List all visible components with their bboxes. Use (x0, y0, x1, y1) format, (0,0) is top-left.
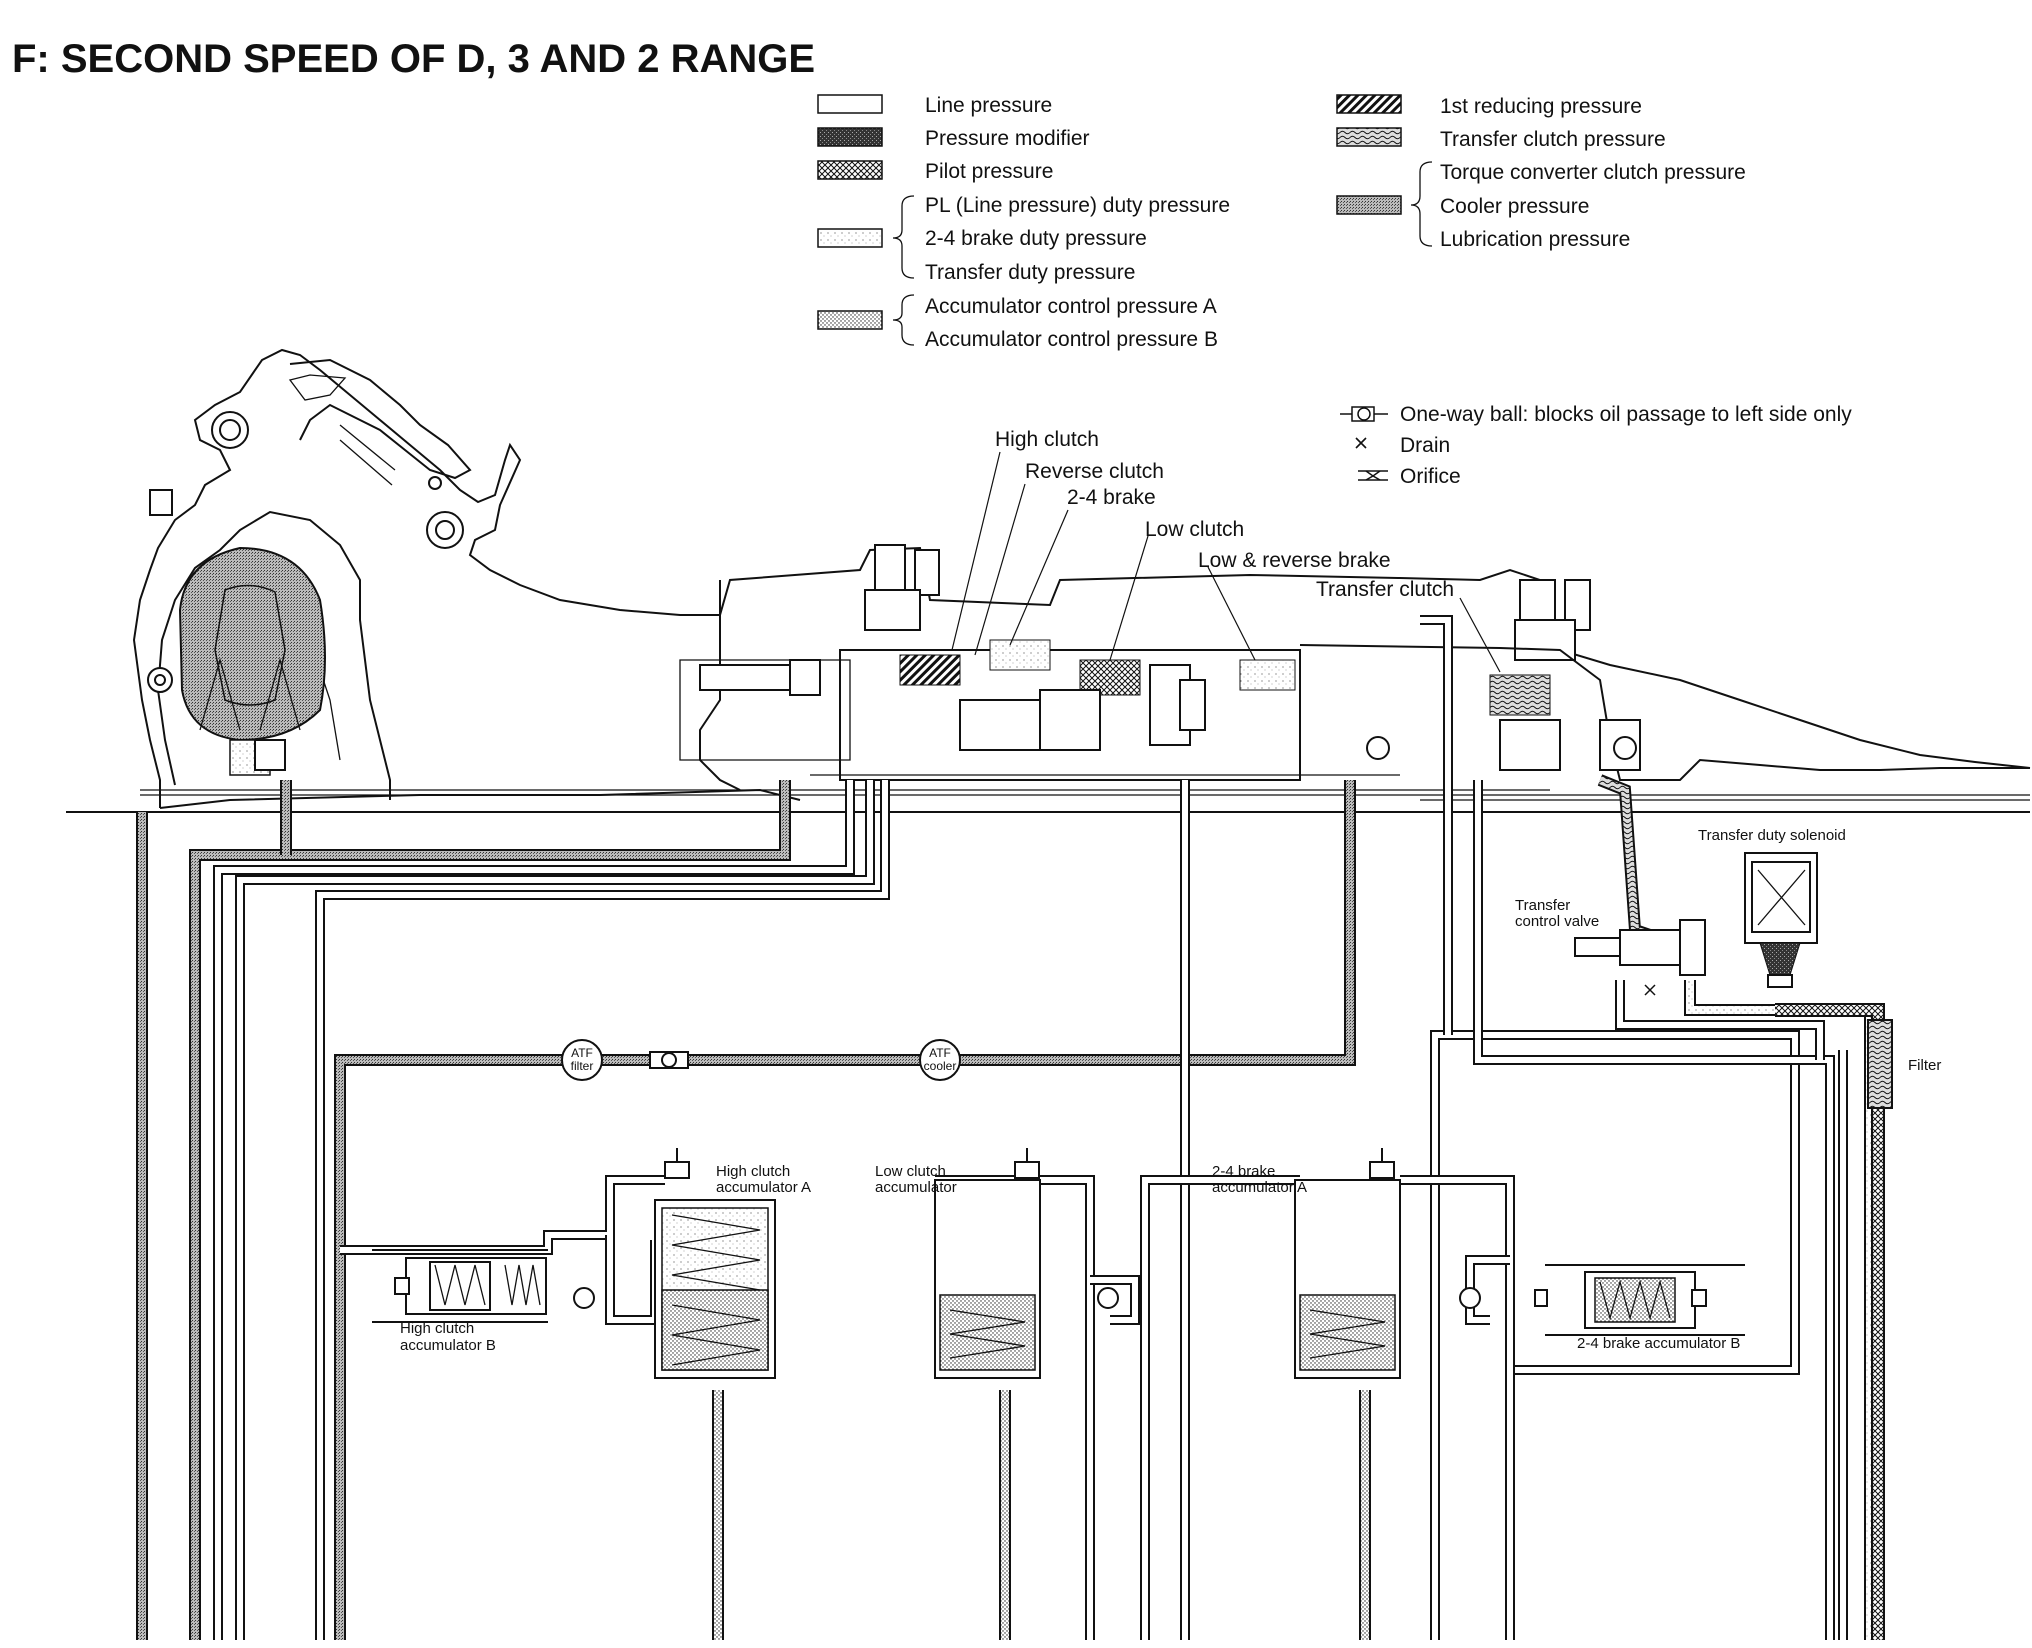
symbol-label: One-way ball: blocks oil passage to left… (1400, 403, 1852, 426)
low-clutch-label: Low clutch (1145, 518, 1244, 541)
legend-label: PL (Line pressure) duty pressure (925, 194, 1230, 217)
clutch-plates (899, 639, 1296, 751)
legend-label: Accumulator control pressure A (925, 295, 1217, 318)
cooler-brace (1410, 161, 1433, 247)
drain-icon (1644, 984, 1656, 996)
atf-cooler-label: ATF (929, 1046, 951, 1060)
high-clutch-label: High clutch (995, 428, 1099, 451)
component-callouts: High clutch Reverse clutch 2-4 brake Low… (951, 428, 1501, 673)
legend-label: Pressure modifier (925, 127, 1090, 150)
transfer-control-valve-label: control valve (1515, 913, 1599, 930)
legend-label: Torque converter clutch pressure (1440, 161, 1746, 184)
brake-24-acc-a-label: accumulator A (1212, 1179, 1307, 1196)
cooler-pressure-swatch (1336, 195, 1402, 215)
atf-filter-label: filter (571, 1059, 594, 1073)
one-way-ball-valve (649, 1051, 689, 1069)
symbol-label: Drain (1400, 434, 1450, 457)
high-clutch-acc-a-label: High clutch (716, 1163, 790, 1180)
high-clutch-accumulator-b (372, 1249, 595, 1323)
legend-label: Transfer clutch pressure (1440, 128, 1666, 151)
accumulator-brace (892, 294, 915, 346)
symbol-label: Orifice (1400, 465, 1461, 488)
orifice-icon (1358, 470, 1388, 481)
legend-label: 2-4 brake duty pressure (925, 227, 1147, 250)
legend-label: Transfer duty pressure (925, 261, 1135, 284)
legend-label: 1st reducing pressure (1440, 95, 1642, 118)
symbol-key: One-way ball: blocks oil passage to left… (1340, 403, 1852, 488)
transfer-duty-solenoid-label: Transfer duty solenoid (1698, 827, 1846, 844)
filter (1867, 1019, 1893, 1109)
atf-filter: ATF filter (561, 1039, 603, 1081)
legend-label: Cooler pressure (1440, 195, 1589, 218)
legend-label: Accumulator control pressure B (925, 328, 1218, 351)
legend-label: Line pressure (925, 94, 1052, 117)
line-pressure-swatch (817, 94, 883, 114)
low-clutch-acc-label: accumulator (875, 1179, 957, 1196)
low-reverse-brake-label: Low & reverse brake (1198, 549, 1391, 572)
atf-cooler: ATF cooler (919, 1039, 961, 1081)
hydraulic-lines (136, 615, 1885, 1640)
atf-cooler-label: cooler (924, 1059, 957, 1073)
diagram-title: F: SECOND SPEED OF D, 3 AND 2 RANGE (12, 37, 815, 81)
accumulator-pressure-swatch (817, 310, 883, 330)
duty-pressure-swatch (817, 228, 883, 248)
atf-filter-label: ATF (571, 1046, 593, 1060)
transfer-control-valve-label: Transfer (1515, 897, 1570, 914)
one-way-ball-icon (1340, 406, 1388, 422)
drain-icon (1355, 437, 1367, 449)
duty-brace (892, 195, 915, 279)
pressure-modifier-swatch (817, 127, 883, 147)
low-clutch-acc-label: Low clutch (875, 1163, 946, 1180)
legend-label: Lubrication pressure (1440, 228, 1630, 251)
reverse-clutch-label: Reverse clutch (1025, 460, 1164, 483)
high-clutch-acc-b-label: accumulator B (400, 1337, 496, 1354)
brake-24-acc-b-label: 2-4 brake accumulator B (1577, 1335, 1740, 1352)
high-clutch-accumulator-a (654, 1148, 776, 1379)
transfer-control-valve (1574, 919, 1706, 996)
high-clutch-acc-b-label: High clutch (400, 1320, 474, 1337)
filter-label: Filter (1908, 1057, 1941, 1074)
brake-24-accumulator-b (1534, 1264, 1745, 1336)
reducing-pressure-swatch (1336, 94, 1402, 114)
transfer-clutch-pack (1489, 674, 1551, 716)
brake-24-acc-a-label: 2-4 brake (1212, 1163, 1275, 1180)
low-clutch-accumulator (934, 1148, 1119, 1379)
high-clutch-acc-a-label: accumulator A (716, 1179, 811, 1196)
transmission-cross-section (66, 348, 2031, 813)
transfer-clutch-swatch (1336, 127, 1402, 147)
legend-label: Pilot pressure (925, 160, 1053, 183)
brake-24-label: 2-4 brake (1067, 486, 1156, 509)
transfer-duty-solenoid (1744, 852, 1818, 988)
transfer-clutch-label: Transfer clutch (1316, 578, 1454, 601)
brake-24-accumulator-a (1294, 1148, 1481, 1379)
pilot-pressure-swatch (817, 160, 883, 180)
pressure-legend: Line pressure Pressure modifier Pilot pr… (817, 94, 1746, 351)
